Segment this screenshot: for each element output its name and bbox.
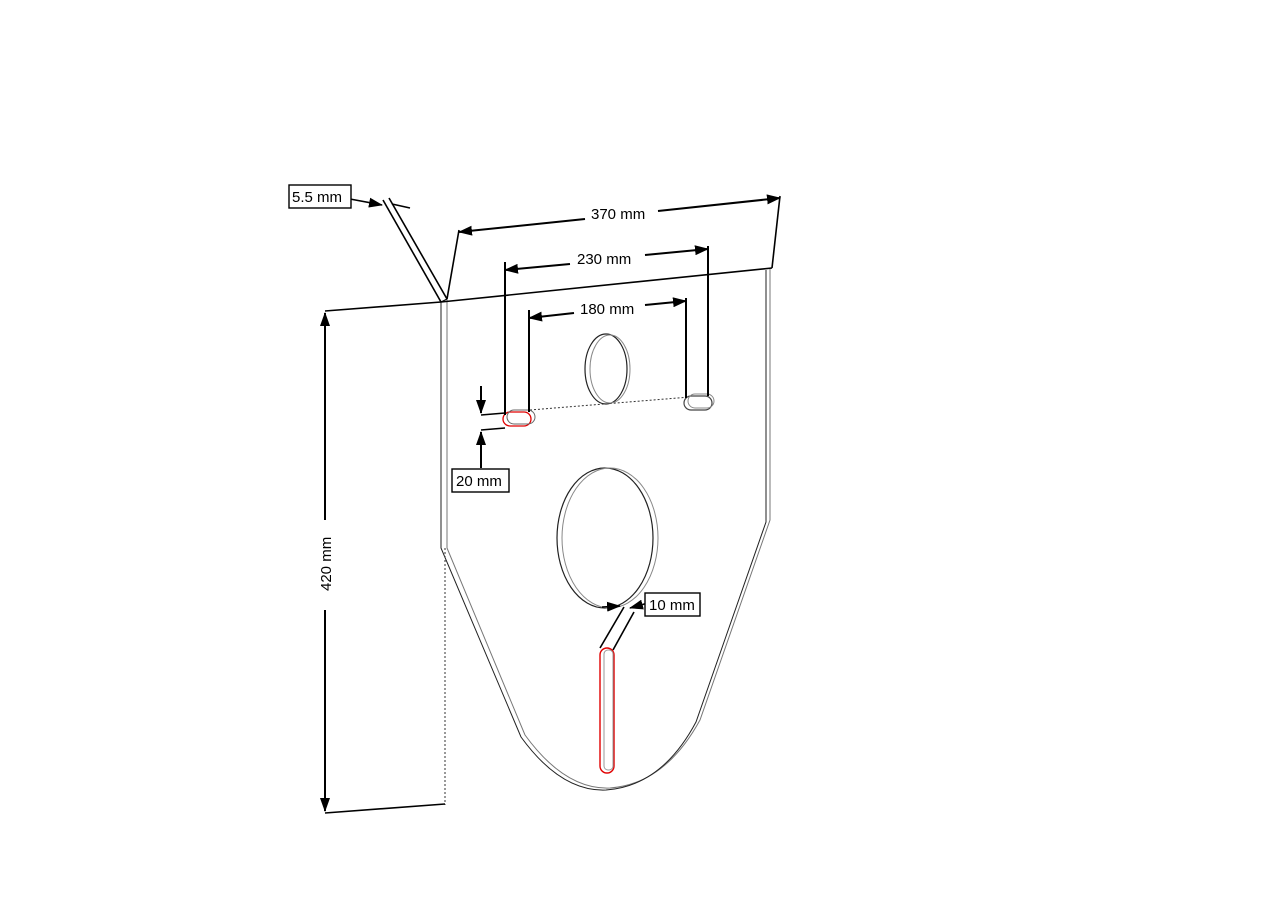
dim-overall-width: 370 mm	[446, 194, 781, 300]
dim-inner-hole-spacing: 180 mm	[528, 297, 687, 412]
label-5-5: 5.5 mm	[292, 189, 342, 206]
dim-bottom-slot-width: 10 mm	[599, 592, 701, 651]
bottom-slot	[599, 647, 615, 774]
box-10	[644, 592, 701, 617]
dim-thickness: 5.5 mm	[288, 184, 448, 303]
plate-left-edge	[440, 298, 448, 303]
dim-outer-hole-spacing: 230 mm	[504, 245, 709, 415]
large-hole	[556, 467, 659, 609]
label-420: 420 mm	[318, 537, 335, 591]
dim-slot-height: 20 mm	[451, 386, 510, 493]
dim-height: 420 mm	[318, 301, 446, 814]
plate-front-outline	[440, 270, 767, 791]
label-10: 10 mm	[649, 597, 695, 614]
label-20: 20 mm	[456, 473, 502, 490]
box-20	[451, 468, 510, 493]
box-5-5	[288, 184, 352, 209]
right-slot	[683, 393, 715, 411]
small-hole	[584, 333, 631, 405]
label-180: 180 mm	[580, 301, 634, 318]
label-370: 370 mm	[591, 206, 645, 223]
label-230: 230 mm	[577, 251, 631, 268]
plate-back-outline	[446, 268, 771, 789]
left-slot	[502, 409, 536, 427]
plate-top-edge	[440, 267, 773, 303]
